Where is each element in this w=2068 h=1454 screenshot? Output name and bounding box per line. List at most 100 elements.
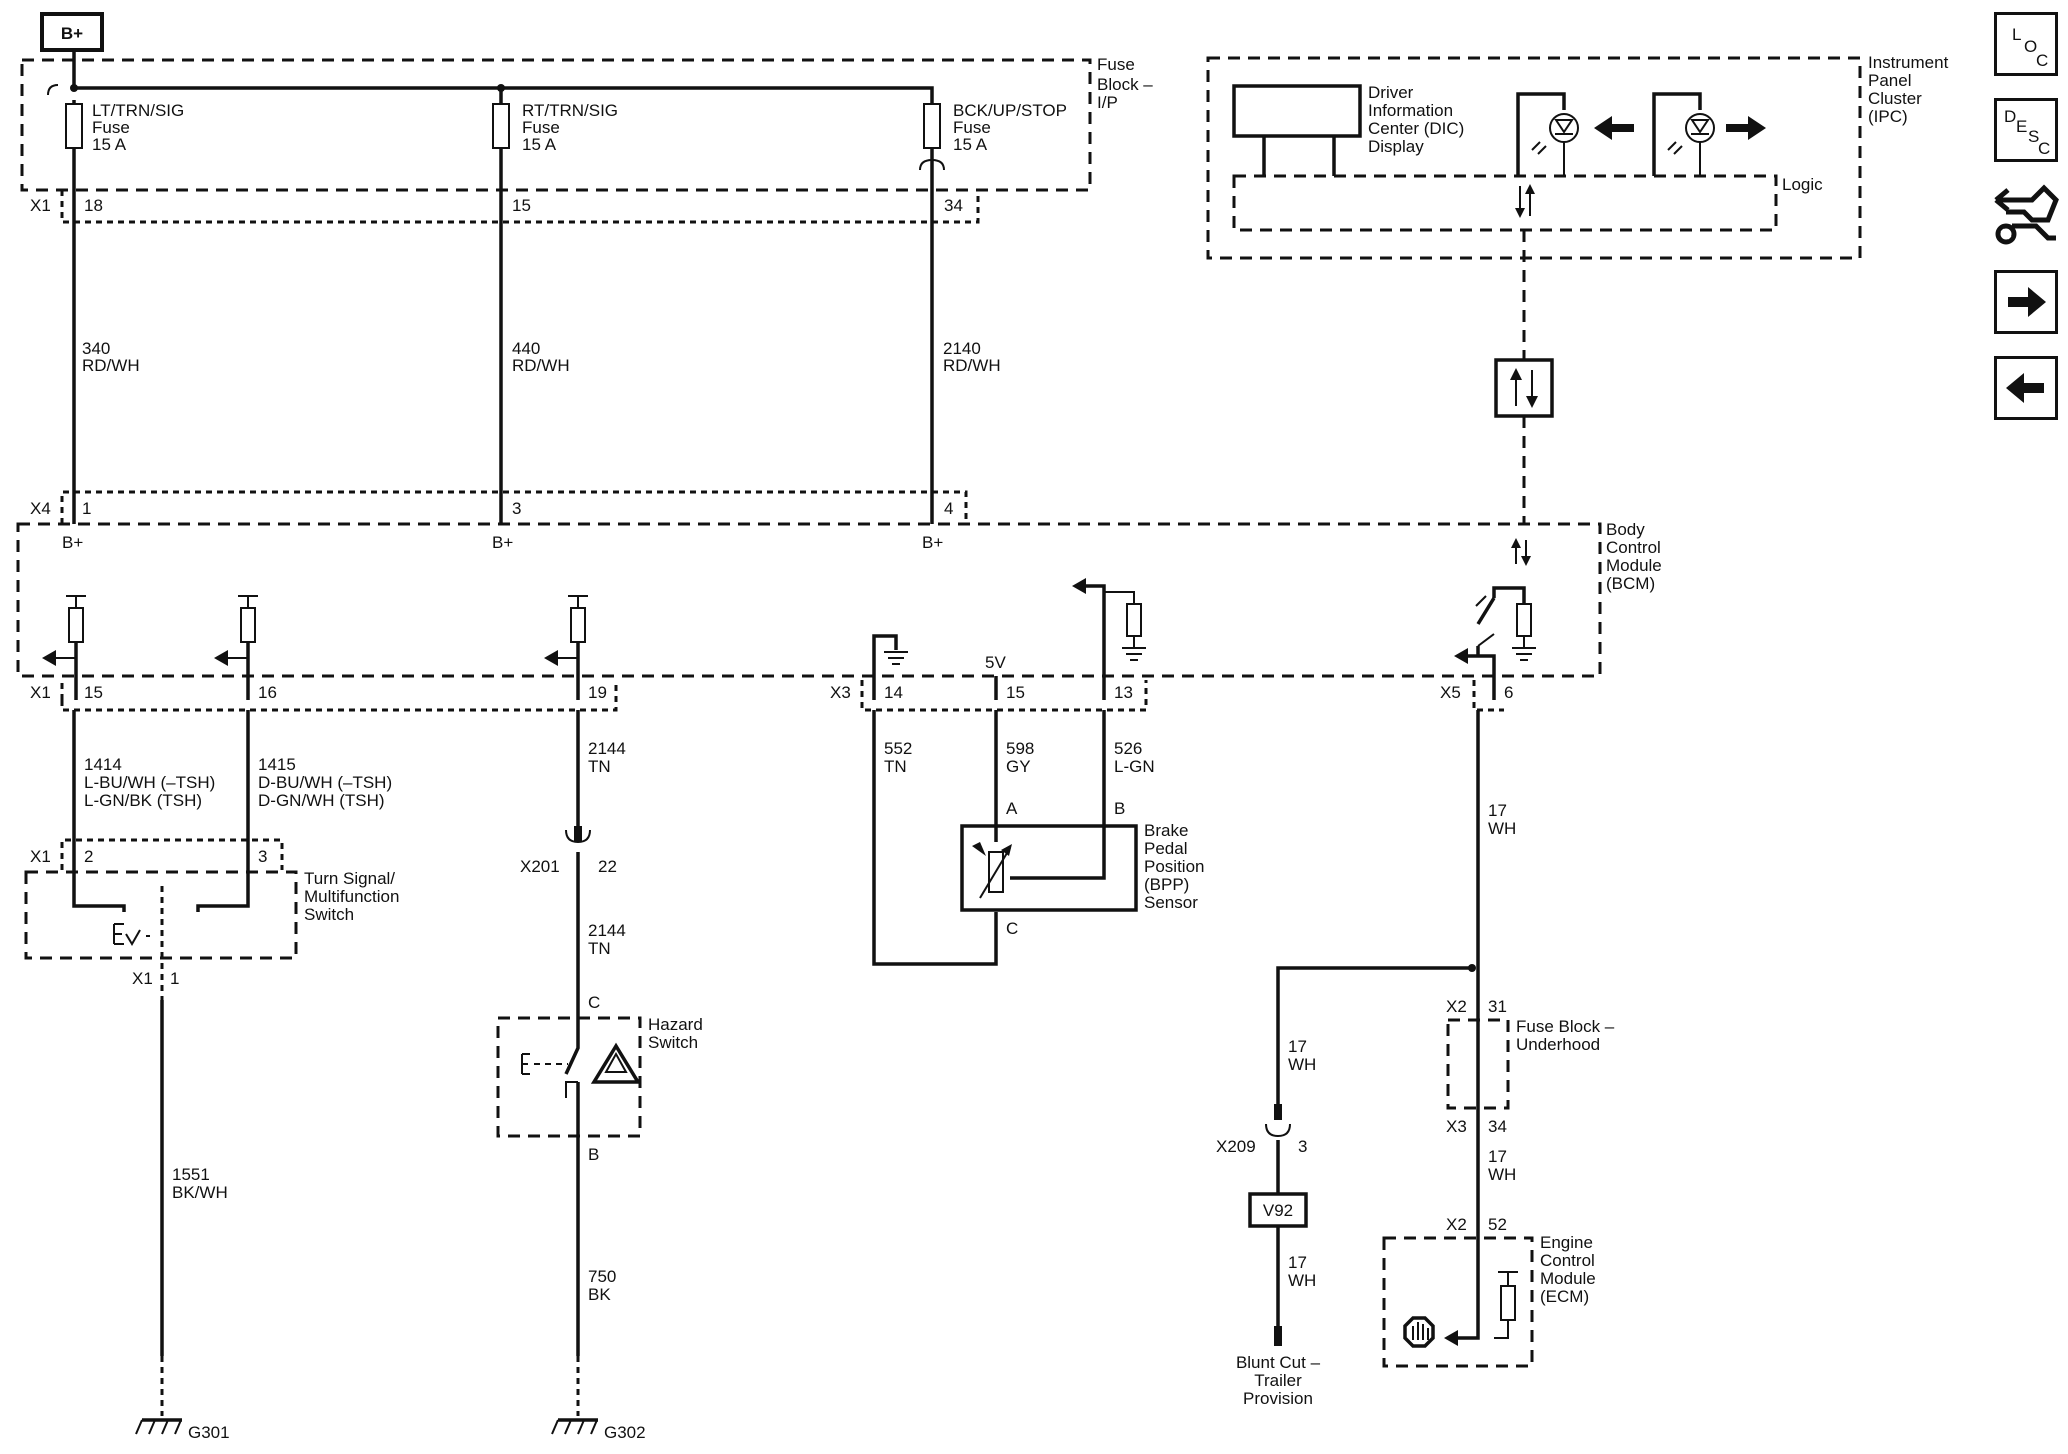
circ-526-color: L-GN — [1114, 757, 1155, 776]
bcm-x3-connector: X3 — [830, 683, 851, 702]
fuse-2-type: Fuse — [522, 118, 560, 137]
hazard-title-2: Switch — [648, 1033, 698, 1052]
wire-340-color: RD/WH — [82, 356, 140, 375]
bplus-tag: B+ — [40, 12, 104, 52]
trailer-label-3: Provision — [1243, 1389, 1313, 1408]
ecm-title-2: Control — [1540, 1251, 1595, 1270]
arrow-right-icon — [2008, 287, 2046, 317]
bpp-pin-c: C — [1006, 919, 1018, 938]
description-button[interactable]: D E S C — [1994, 98, 2058, 162]
circ-526-number: 526 — [1114, 739, 1142, 758]
turn-switch-title-3: Switch — [304, 905, 354, 924]
fuse-3-rating: 15 A — [953, 135, 988, 154]
dic-label-4: Display — [1368, 137, 1424, 156]
bpp-pin-a: A — [1006, 799, 1018, 818]
svg-text:S: S — [2028, 127, 2039, 146]
turn-switch-title-2: Multifunction — [304, 887, 399, 906]
bcm-x1-pin-19: 19 — [588, 683, 607, 702]
previous-page-button[interactable] — [1994, 356, 2058, 420]
loc-icon: L O C — [2012, 25, 2048, 70]
bcm-output-15 — [42, 595, 86, 700]
bpp-title-4: (BPP) — [1144, 875, 1189, 894]
fb-uh-x3-pin: 34 — [1488, 1117, 1507, 1136]
bcm-bplus-2: B+ — [492, 533, 513, 552]
wire-2140-color: RD/WH — [943, 356, 1001, 375]
ecm-title-4: (ECM) — [1540, 1287, 1589, 1306]
ipc-title-4: (IPC) — [1868, 107, 1908, 126]
bcm-output-16 — [214, 595, 258, 700]
trailer-label-2: Trailer — [1254, 1371, 1302, 1390]
trailer-provision-branch: 17 WH X209 3 V92 17 WH Blunt Cut – Trail… — [1216, 1037, 1321, 1408]
fb-uh-x2-pin: 31 — [1488, 997, 1507, 1016]
ipc-title-2: Panel — [1868, 71, 1911, 90]
ecm-x2: X2 — [1446, 1215, 1467, 1234]
bcm-x3-pin-13: 13 — [1114, 683, 1133, 702]
fb-uh-x3: X3 — [1446, 1117, 1467, 1136]
bcm-x4-pin-4: 4 — [944, 499, 953, 518]
bcm-x5-input: X5 6 — [1440, 586, 1536, 712]
inline-x201-pin: 22 — [598, 857, 617, 876]
circ-598-number: 598 — [1006, 739, 1034, 758]
circ-598-color: GY — [1006, 757, 1031, 776]
turn-switch-out-connector: X1 — [132, 969, 153, 988]
ground-g301: G301 — [188, 1423, 230, 1442]
circ-1414-color-1: L-BU/WH (–TSH) — [84, 773, 215, 792]
fuse-1-pin: 18 — [84, 196, 103, 215]
hazard-pin-c: C — [588, 993, 600, 1012]
hazard-switch: 2144 TN X201 22 2144 TN C Hazard Switch … — [496, 710, 703, 1442]
inline-x209-pin: 3 — [1298, 1137, 1307, 1156]
connector-service-button[interactable] — [1992, 178, 2062, 252]
svg-text:O: O — [2024, 37, 2037, 56]
circ-1415-color-2: D-GN/WH (TSH) — [258, 791, 385, 810]
circ-17-color-1: WH — [1488, 819, 1516, 838]
next-page-button[interactable] — [1994, 270, 2058, 334]
ecm-x2-pin: 52 — [1488, 1215, 1507, 1234]
svg-text:L: L — [2012, 25, 2021, 44]
fuse-1-type: Fuse — [92, 118, 130, 137]
circ-17-number-2: 17 — [1488, 1147, 1507, 1166]
circ-552-color: TN — [884, 757, 907, 776]
circ-750-number: 750 — [588, 1267, 616, 1286]
circ-1415-color-1: D-BU/WH (–TSH) — [258, 773, 392, 792]
location-button[interactable]: L O C — [1994, 12, 2058, 76]
svg-text:D: D — [2004, 107, 2016, 126]
circ-17-branch-color-2: WH — [1288, 1271, 1316, 1290]
bcm-bplus-1: B+ — [62, 533, 83, 552]
circ-17-branch-number-2: 17 — [1288, 1253, 1307, 1272]
fuse-block-title-3: I/P — [1097, 93, 1118, 112]
ipc-logic-label: Logic — [1782, 175, 1823, 194]
fuse-3-pin: 34 — [944, 196, 963, 215]
svg-text:E: E — [2016, 117, 2027, 136]
connector-wrench-icon — [1994, 184, 2059, 245]
body-control-module: X4 1 3 4 B+ B+ B+ Body Control Module (B… — [16, 490, 1662, 712]
dic-label-1: Driver — [1368, 83, 1414, 102]
dic-label-2: Information — [1368, 101, 1453, 120]
bcm-title-2: Control — [1606, 538, 1661, 557]
fb-uh-title-2: Underhood — [1516, 1035, 1600, 1054]
fuse-block-title-1: Fuse — [1097, 55, 1135, 74]
fuse-3-name: BCK/UP/STOP — [953, 101, 1067, 120]
fuse-2-pin: 15 — [512, 196, 531, 215]
circ-2144-number-2: 2144 — [588, 921, 626, 940]
turn-switch-title-1: Turn Signal/ — [304, 869, 395, 888]
svg-text:C: C — [2038, 139, 2050, 158]
bcm-bpp-interface: 5V X3 14 15 13 — [830, 578, 1148, 712]
fb-uh-title-1: Fuse Block – — [1516, 1017, 1615, 1036]
fuse-block-connector: X1 — [30, 196, 51, 215]
hazard-title-1: Hazard — [648, 1015, 703, 1034]
bcm-x1-pin-16: 16 — [258, 683, 277, 702]
turn-switch-pin-2: 2 — [84, 847, 93, 866]
bcm-title-4: (BCM) — [1606, 574, 1655, 593]
bcm-output-19 — [544, 595, 588, 700]
circ-2144-color-2: TN — [588, 939, 611, 958]
circ-17-color-2: WH — [1488, 1165, 1516, 1184]
ecm-title-3: Module — [1540, 1269, 1596, 1288]
fuse-block-ip: Fuse Block – I/P LT/TRN/SIG Fuse 15 A RT… — [20, 50, 1153, 224]
bplus-tag-label: B+ — [61, 24, 83, 43]
circ-17-branch-color: WH — [1288, 1055, 1316, 1074]
fuse-2-name: RT/TRN/SIG — [522, 101, 618, 120]
circ-750-color: BK — [588, 1285, 611, 1304]
fuse-block-title-2: Block – — [1097, 75, 1153, 94]
wire-440-color: RD/WH — [512, 356, 570, 375]
